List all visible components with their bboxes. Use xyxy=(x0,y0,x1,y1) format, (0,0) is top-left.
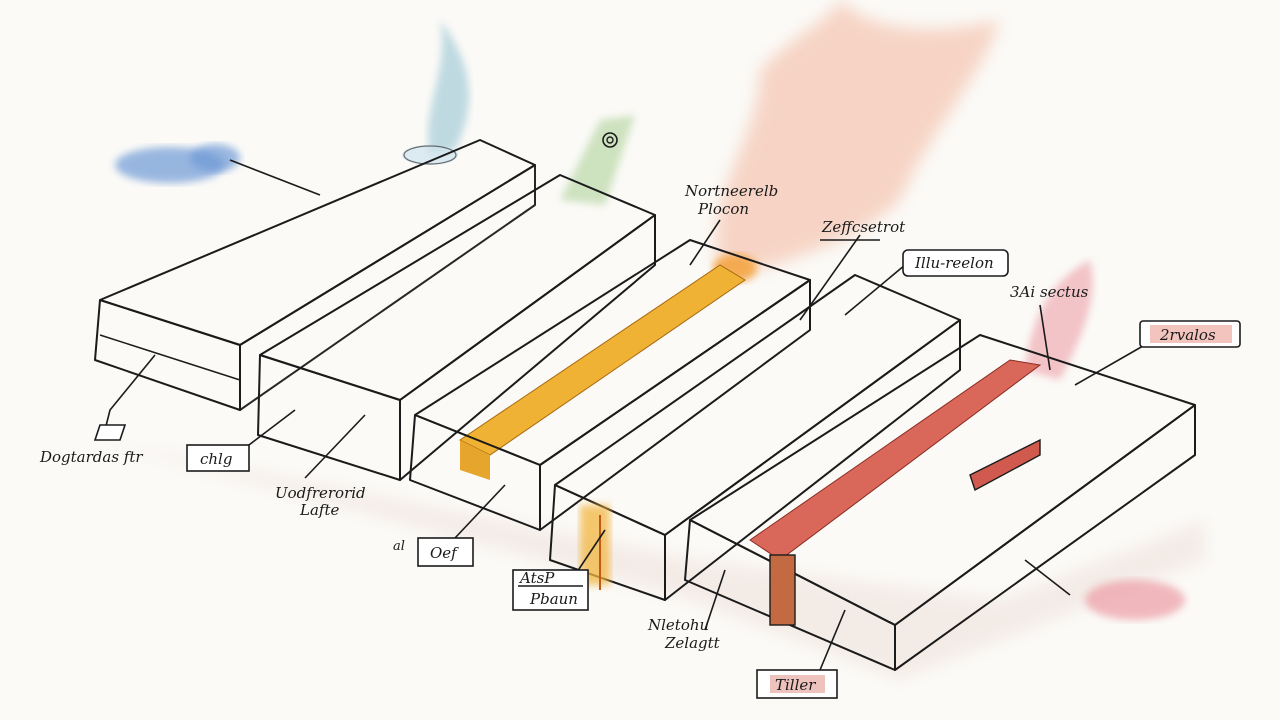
label-mid-left-1: Uodfrerorid xyxy=(275,484,366,502)
blue-slab xyxy=(94,139,536,411)
chip-label-box xyxy=(186,444,250,472)
label-chip: chlg xyxy=(200,450,232,468)
zrvalos-highlight xyxy=(1150,325,1232,343)
green-slab xyxy=(257,174,656,481)
spiral-icon xyxy=(602,132,618,148)
label-sect: 3Ai sectus xyxy=(1010,283,1089,301)
label-oef: Oef xyxy=(430,544,459,562)
label-stack-2: Pbaun xyxy=(529,590,578,608)
label-top-1: Nortneerelb xyxy=(684,182,778,200)
label-top-2: Plocon xyxy=(697,200,749,218)
red-vapor-cloud xyxy=(1085,580,1185,620)
blue-vapor-cloud xyxy=(115,144,240,183)
ground-shadow xyxy=(95,440,1205,680)
label-mid-left-2: Lafte xyxy=(299,501,339,519)
label-illu: Illu-reelon xyxy=(914,254,994,272)
label-left-tool: Dogtardas ftr xyxy=(39,448,143,466)
label-small-tag: al xyxy=(393,539,405,554)
grey-slab-yellow-seam xyxy=(409,239,811,531)
label-stack-1: AtsP xyxy=(518,569,555,587)
stack-label-box xyxy=(512,569,589,611)
tiller-highlight xyxy=(770,675,825,693)
oef-label-box xyxy=(417,537,474,567)
label-bottom-2: Zelagtt xyxy=(664,634,721,652)
illu-label-box xyxy=(902,249,1009,277)
blue-steam-plume xyxy=(402,20,470,165)
label-tiller: Tiller xyxy=(775,676,816,694)
grey-slab-red-seam xyxy=(684,334,1196,671)
label-zeff: Zeffcsetrot xyxy=(821,218,906,236)
red-smoke-plume xyxy=(1025,260,1093,380)
label-zrvalos: 2rvalos xyxy=(1159,326,1216,344)
leader-lines xyxy=(93,159,1144,671)
label-bottom-1: Nletohu xyxy=(647,616,709,634)
